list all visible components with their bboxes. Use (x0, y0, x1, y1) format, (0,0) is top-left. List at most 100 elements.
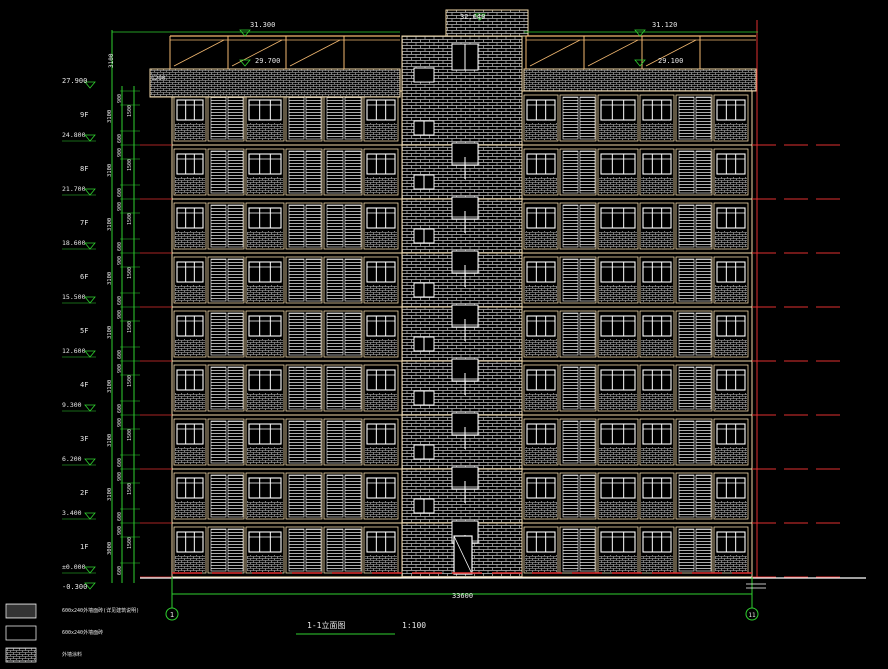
window (642, 153, 672, 175)
facade-bay (207, 526, 245, 574)
sub-dim: 600 (117, 242, 123, 251)
window (248, 153, 282, 175)
sub-dim: 1500 (127, 159, 133, 171)
window (600, 207, 636, 229)
louver-panel (579, 528, 596, 572)
facade-bay (597, 526, 639, 574)
louver-panel (579, 474, 596, 518)
window (642, 531, 672, 553)
sub-dim: 900 (117, 148, 123, 157)
sub-dim: 900 (117, 310, 123, 319)
brick-panel (365, 393, 397, 410)
louver-panel (288, 204, 305, 248)
facade-bay (245, 472, 285, 520)
facade-bay (207, 418, 245, 466)
brick-panel (525, 285, 557, 302)
louver-panel (227, 204, 244, 248)
window (642, 261, 672, 283)
facade-bay (245, 256, 285, 304)
brick-panel (641, 231, 673, 248)
ground-level: -0.300 (62, 583, 87, 591)
brick-panel (641, 393, 673, 410)
floor-level: ±0.000 (62, 563, 86, 571)
brick-panel (525, 393, 557, 410)
brick-panel (525, 555, 557, 572)
facade-bay (207, 148, 245, 196)
floor-level: 21.700 (62, 185, 86, 193)
facade-bay (675, 94, 713, 142)
floor-level: 12.600 (62, 347, 86, 355)
sub-dim: 900 (117, 472, 123, 481)
sub-dim: 900 (117, 94, 123, 103)
legend-swatch-paint (5, 647, 37, 663)
louver-panel (344, 420, 362, 464)
window (642, 315, 672, 337)
window (176, 261, 204, 283)
louver-panel (288, 528, 305, 572)
left-roof-elevation: 29.700 (255, 57, 280, 65)
facade-bay (323, 310, 363, 358)
facade-bay (323, 472, 363, 520)
louver-panel (562, 420, 579, 464)
window (526, 261, 556, 283)
window (366, 369, 396, 391)
facade-bay (323, 526, 363, 574)
facade-bay (323, 94, 363, 142)
facade-bay (559, 472, 597, 520)
window (600, 153, 636, 175)
facade-bay (245, 148, 285, 196)
left-parapet-band (149, 68, 401, 98)
facade-bay (713, 202, 749, 250)
window (600, 369, 636, 391)
window (366, 423, 396, 445)
facade-bay (675, 472, 713, 520)
louver-panel (305, 474, 322, 518)
louver-panel (288, 474, 305, 518)
louver-panel (326, 150, 344, 194)
dimension-annotations: 1F±0.000300090015006002F3.40031009001500… (62, 13, 866, 608)
louver-panel (695, 204, 712, 248)
window (526, 369, 556, 391)
brick-panel (525, 231, 557, 248)
brick-panel (365, 339, 397, 356)
louver-panel (210, 258, 227, 302)
sub-dim: 1500 (127, 483, 133, 495)
facade-bay (559, 418, 597, 466)
brick-panel (175, 231, 205, 248)
louver-panel (210, 420, 227, 464)
facade-bay (597, 202, 639, 250)
facade-bay (597, 148, 639, 196)
louver-panel (562, 150, 579, 194)
brick-panel (247, 231, 283, 248)
window (248, 207, 282, 229)
brick-panel (715, 285, 747, 302)
louver-panel (210, 204, 227, 248)
louver-panel (562, 528, 579, 572)
facade-bay (207, 310, 245, 358)
facade-bay (173, 202, 207, 250)
window (248, 531, 282, 553)
floor-label: 2F (80, 489, 88, 497)
window (716, 153, 746, 175)
facade-bay (285, 472, 323, 520)
facade-bay (597, 310, 639, 358)
facade-bay (363, 418, 399, 466)
window (716, 261, 746, 283)
facade-bay (713, 256, 749, 304)
louver-panel (678, 150, 695, 194)
window (366, 261, 396, 283)
facade-bay (173, 472, 207, 520)
window (716, 207, 746, 229)
facade-bay (363, 364, 399, 412)
louver-panel (344, 474, 362, 518)
sub-dim: 900 (117, 526, 123, 535)
louver-panel (695, 366, 712, 410)
brick-panel (247, 393, 283, 410)
brick-panel (247, 555, 283, 572)
floor-label: 8F (80, 165, 88, 173)
window (176, 207, 204, 229)
brick-panel (175, 285, 205, 302)
brick-panel (641, 555, 673, 572)
window (176, 99, 204, 121)
facade-bay (207, 472, 245, 520)
